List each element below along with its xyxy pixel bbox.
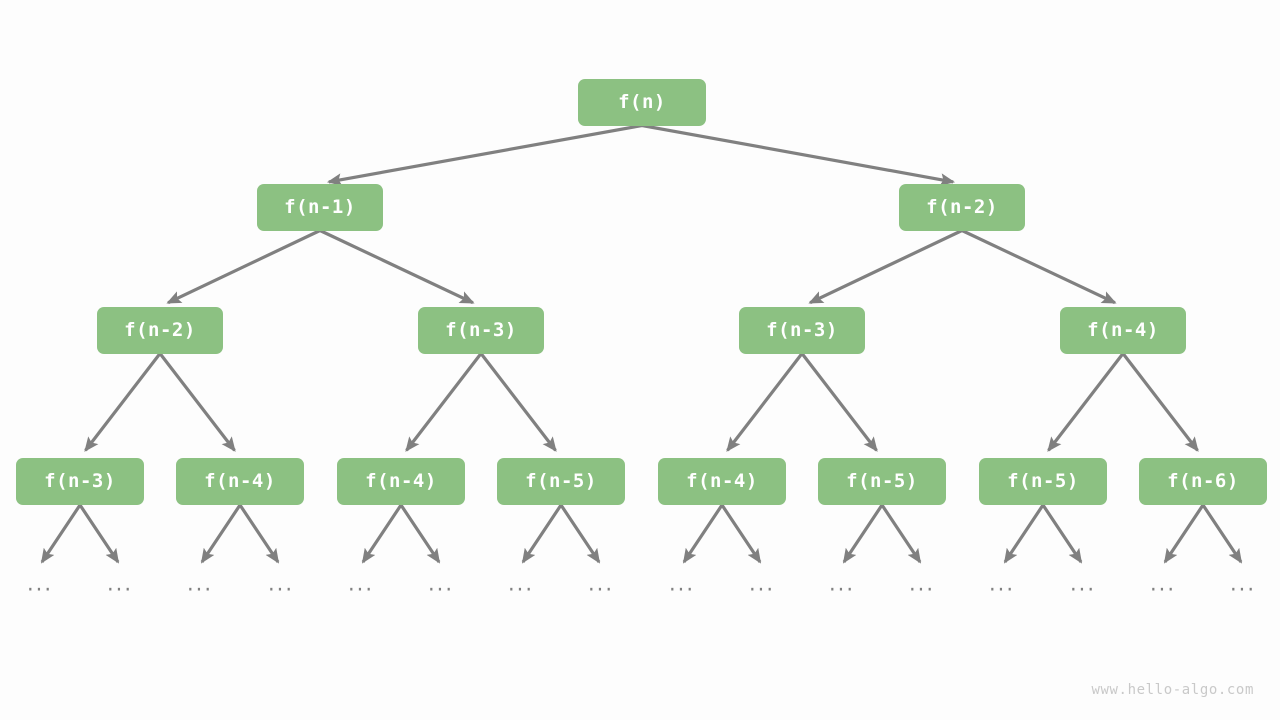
ellipsis-marker-3: ... [267,571,295,596]
tree-node-label: f(n-3) [445,319,517,341]
tree-node-label: f(n-3) [44,470,116,492]
tree-edge-n2-n6 [961,229,1117,305]
ellipsis-marker-11: ... [908,571,936,596]
tree-node-label: f(n-2) [124,319,196,341]
watermark: www.hello-algo.com [1091,682,1254,698]
tree-edge-n3-n8 [158,352,236,452]
tree-node-n1: f(n-1) [257,183,383,231]
ellipsis-marker-0: ... [26,571,54,596]
ellipsis-marker-4: ... [347,571,375,596]
leaf-edge-10 [842,504,884,564]
tree-edge-n1-n4 [319,229,475,305]
tree-node-n13: f(n-5) [979,457,1107,505]
tree-node-n12: f(n-5) [818,457,946,505]
tree-edge-n6-n13 [1047,352,1125,452]
leaf-edge-0 [40,504,82,564]
leaf-edge-13 [1041,504,1083,564]
tree-node-label: f(n-2) [926,196,998,218]
leaf-edge-5 [399,504,441,564]
leaf-edge-4 [361,504,403,564]
tree-node-label: f(n-5) [1007,470,1079,492]
tree-node-n10: f(n-5) [497,457,625,505]
leaf-edge-7 [559,504,601,564]
tree-node-label: f(n-4) [365,470,437,492]
tree-edges [84,123,1199,452]
ellipsis-marker-15: ... [1229,571,1257,596]
tree-node-n2: f(n-2) [899,183,1025,231]
tree-node-label: f(n-4) [204,470,276,492]
tree-edge-n3-n7 [84,352,162,452]
ellipsis-marker-7: ... [587,571,615,596]
leaf-edge-15 [1201,504,1243,564]
tree-edge-n5-n11 [726,352,804,452]
tree-edge-n0-n2 [641,123,956,186]
ellipsis-marker-12: ... [988,571,1016,596]
tree-node-label: f(n-4) [1087,319,1159,341]
tree-edge-n1-n3 [166,229,321,305]
tree-node-label: f(n-6) [1167,470,1239,492]
tree-node-label: f(n-5) [846,470,918,492]
tree-node-label: f(n-4) [686,470,758,492]
tree-node-n0: f(n) [578,78,706,126]
tree-edge-n4-n10 [479,352,557,452]
leaf-edge-2 [200,504,242,564]
tree-node-label: f(n-3) [766,319,838,341]
ellipsis-marker-1: ... [106,571,134,596]
tree-node-n11: f(n-4) [658,457,786,505]
tree-edge-n2-n5 [808,229,963,305]
tree-node-n14: f(n-6) [1139,457,1267,505]
tree-node-label: f(n-5) [525,470,597,492]
leaf-edge-6 [521,504,563,564]
ellipsis-marker-14: ... [1149,571,1177,596]
tree-edge-n4-n9 [405,352,483,452]
leaf-edge-12 [1003,504,1045,564]
tree-node-label: f(n-1) [284,196,356,218]
tree-node-n8: f(n-4) [176,457,304,505]
leaf-edge-1 [78,504,120,564]
tree-node-n6: f(n-4) [1060,306,1186,354]
tree-edge-n0-n1 [326,123,643,186]
tree-node-n4: f(n-3) [418,306,544,354]
ellipsis-marker-6: ... [507,571,535,596]
ellipsis-marker-2: ... [186,571,214,596]
tree-node-n7: f(n-3) [16,457,144,505]
ellipsis-marker-5: ... [427,571,455,596]
tree-node-label: f(n) [618,91,666,113]
leaf-edge-11 [880,504,922,564]
tree-edge-n6-n14 [1121,352,1199,452]
leaf-edge-14 [1163,504,1205,564]
leaf-edge-8 [682,504,724,564]
tree-edge-n5-n12 [800,352,878,452]
tree-node-n9: f(n-4) [337,457,465,505]
leaf-edges [40,504,1243,564]
ellipsis-marker-10: ... [828,571,856,596]
ellipsis-marker-9: ... [748,571,776,596]
leaf-edge-9 [720,504,762,564]
tree-node-n3: f(n-2) [97,306,223,354]
leaf-edge-3 [238,504,280,564]
tree-node-n5: f(n-3) [739,306,865,354]
ellipsis-marker-13: ... [1069,571,1097,596]
ellipsis-marker-8: ... [668,571,696,596]
